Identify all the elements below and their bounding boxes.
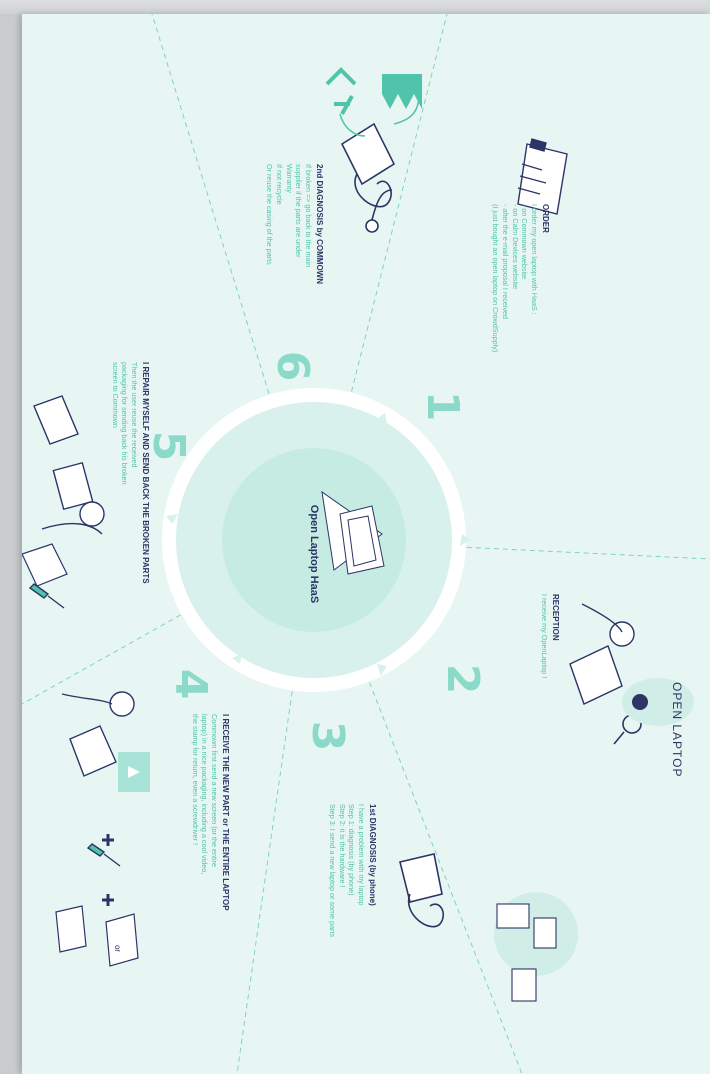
step-5-text: I REPAIR MYSELF AND SEND BACK THE BROKEN… [110, 362, 150, 584]
step-6-text: 2nd DIAGNOSIS by COMMOWN If broken => go… [265, 164, 324, 284]
step-number-6: 6 [270, 351, 314, 382]
screwdriver-icon [88, 844, 120, 866]
person-laptop-icon [570, 604, 634, 704]
stethoscope-icon [342, 124, 394, 232]
step-number-2: 2 [440, 664, 484, 695]
stethoscope-icon [400, 854, 443, 927]
step-4-title: I RECEIVE THE NEW PART or THE ENTIRE LAP… [219, 714, 230, 911]
infographic-sheet: 1 2 3 4 5 6 Open Laptop HaaS ORDER I ord… [22, 14, 710, 1074]
plus-icon [102, 834, 114, 906]
open-laptop-logo: OPEN LAPTOP [670, 682, 684, 777]
step-3-text: 1st DIAGNOSIS (by phone) I have a proble… [327, 804, 377, 937]
step-3-title: 1st DIAGNOSIS (by phone) [366, 804, 377, 937]
screens-icon [56, 906, 138, 966]
step-number-3: 3 [305, 721, 349, 752]
step-number-4: 4 [168, 669, 212, 700]
clipboard-icon [518, 139, 567, 214]
center-title: Open Laptop HaaS [308, 505, 320, 603]
recycle-icon [327, 70, 355, 114]
step-2-title: RECEPTION [549, 594, 560, 678]
step-1-text: ORDER I order my open laptop with HaaS :… [491, 204, 550, 352]
open-box-icon [22, 544, 67, 586]
step-4-text: I RECEIVE THE NEW PART or THE ENTIRE LAP… [190, 714, 230, 911]
viewer-top-strip [0, 0, 710, 14]
step-1-title: ORDER [539, 204, 550, 352]
step-5-title: I REPAIR MYSELF AND SEND BACK THE BROKEN… [139, 362, 150, 584]
logo-dot [632, 694, 648, 710]
step-4-or-label: or [113, 945, 122, 952]
screwdriver-icon [30, 584, 64, 608]
step-2-text: RECEPTION I receive my OpenLaptop ! [539, 594, 560, 678]
step-6-title: 2nd DIAGNOSIS by COMMOWN [313, 164, 324, 284]
factory-icon [382, 74, 422, 109]
step-number-1: 1 [420, 391, 464, 422]
step-number-5: 5 [146, 431, 190, 462]
person-laptop-icon [34, 396, 104, 534]
